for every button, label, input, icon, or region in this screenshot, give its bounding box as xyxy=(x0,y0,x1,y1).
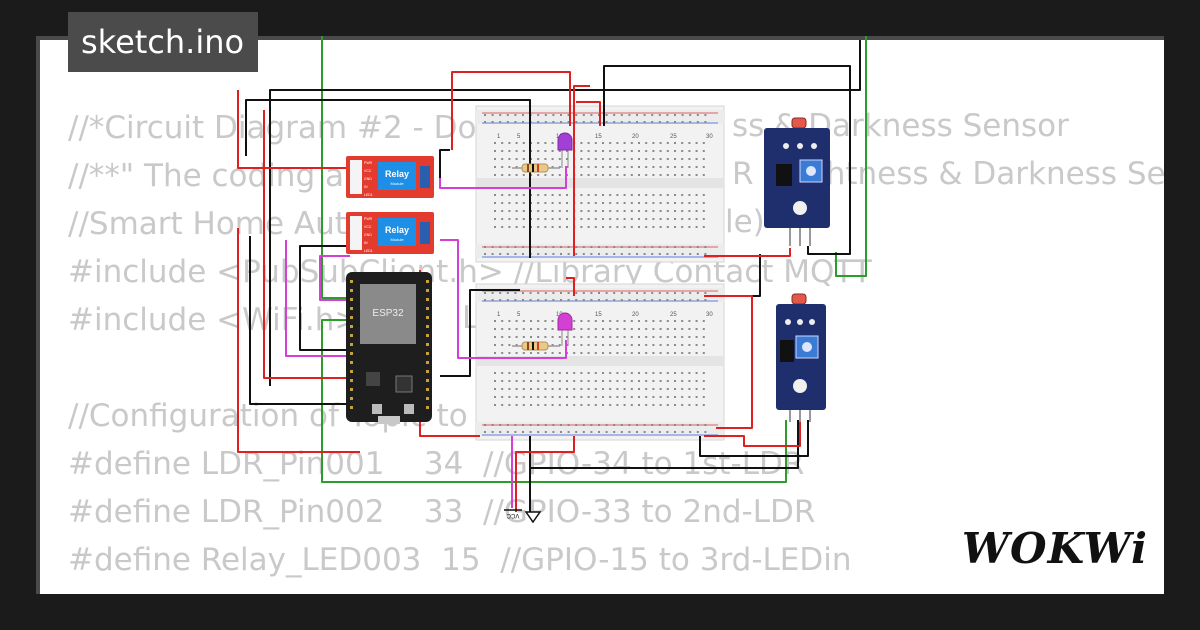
vcc-symbol: VCC xyxy=(504,509,522,518)
relay-subtitle: Module xyxy=(390,237,404,242)
bb-number: 15 xyxy=(595,312,602,318)
relay-title: Relay xyxy=(385,169,409,179)
resistor-1 xyxy=(512,163,560,173)
ldr-sensor-1 xyxy=(764,117,830,246)
breadboard-top: 1 5 10 15 20 25 30 xyxy=(475,105,725,263)
relay-pin-label: PWR xyxy=(364,161,373,165)
file-tab-title: sketch.ino xyxy=(68,12,259,72)
code-fragment: le) xyxy=(725,204,765,240)
relay-pin-label: VCC xyxy=(364,169,372,173)
relay-pin-label: IN xyxy=(364,185,368,189)
vcc-label: VCC xyxy=(506,512,519,518)
resistor-2 xyxy=(512,341,560,351)
bb-number: 25 xyxy=(670,312,677,318)
relay-pin-label: LED1 xyxy=(364,193,373,197)
wokwi-logo: WOKWi xyxy=(961,524,1148,573)
code-line: #define LDR_Pin001 34 //GPIO-34 to 1st-L… xyxy=(68,446,805,482)
bb-number: 1 xyxy=(497,312,501,318)
relay-pin-label: GND xyxy=(364,233,372,237)
breadboard-bottom: 1 5 10 15 20 25 30 xyxy=(475,283,725,441)
code-line: //*Circuit Diagram #2 - Dou xyxy=(68,110,497,146)
relay-pin-label: GND xyxy=(364,177,372,181)
relay-title: Relay xyxy=(385,225,409,235)
relay-module-1: Relay Module PWR VCC GND IN LED1 xyxy=(346,156,434,198)
led-1 xyxy=(557,132,573,168)
ground-icon xyxy=(524,511,542,524)
bb-number: 30 xyxy=(706,312,713,318)
relay-pin-label: IN xyxy=(364,241,368,245)
bb-number: 25 xyxy=(670,134,677,140)
code-line: #define Relay_LED003 15 //GPIO-15 to 3rd… xyxy=(68,542,852,578)
led-2 xyxy=(557,312,573,346)
relay-pin-label: LED1 xyxy=(364,249,373,253)
bb-number: 5 xyxy=(517,134,521,140)
relay-subtitle: Module xyxy=(390,181,404,186)
code-line: #define LDR_Pin002 33 //GPIO-33 to 2nd-L… xyxy=(68,494,816,530)
esp32-label: ESP32 xyxy=(372,308,404,319)
bb-number: 1 xyxy=(497,134,501,140)
relay-pin-label: VCC xyxy=(364,225,372,229)
bb-number: 30 xyxy=(706,134,713,140)
code-line: #define Relay_LED004 14 //GPIO-14 to 4th… xyxy=(68,584,872,594)
wires xyxy=(237,36,867,512)
ldr-sensor-2 xyxy=(776,293,826,422)
relay-module-2: Relay Module PWR VCC GND IN LED1 xyxy=(346,212,434,254)
bb-number: 15 xyxy=(595,134,602,140)
bb-number: 20 xyxy=(632,134,639,140)
bb-number: 20 xyxy=(632,312,639,318)
relay-pin-label: PWR xyxy=(364,217,373,221)
esp32-board: ESP32 xyxy=(346,272,432,424)
bb-number: 5 xyxy=(517,312,521,318)
